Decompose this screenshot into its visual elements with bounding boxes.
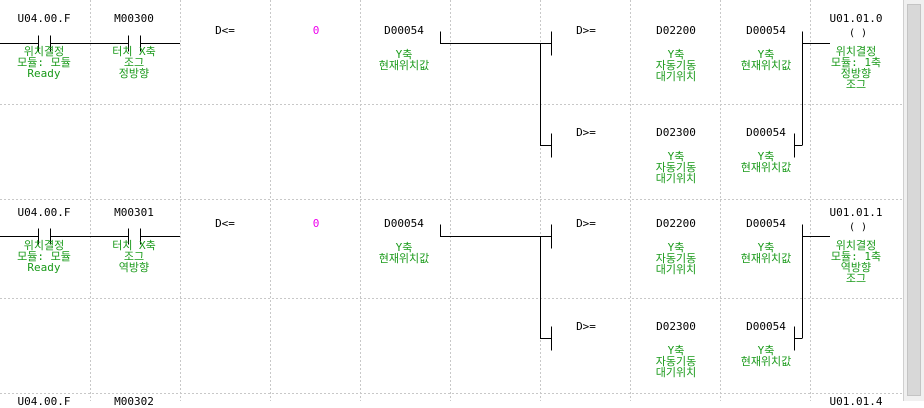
contact-comment: 위치결정 모듈: 모듈 Ready — [17, 45, 71, 80]
compare-source1-comment: Y축 자동기동 대기위치 — [655, 344, 697, 379]
compare-operator[interactable]: D>= — [576, 320, 596, 333]
contact-address[interactable]: U04.00.F — [17, 12, 71, 25]
compare-source1-comment: Y축 자동기동 대기위치 — [655, 241, 697, 276]
compare-source2[interactable]: D00054 — [746, 217, 786, 230]
compare-source2-comment: Y축 현재위치값 — [378, 48, 430, 72]
compare-source2[interactable]: D00054 — [746, 320, 786, 333]
coil-address[interactable]: U01.01.4 — [829, 395, 883, 408]
compare-source2-comment: Y축 현재위치값 — [740, 48, 792, 72]
compare-source2[interactable]: D00054 — [384, 24, 424, 37]
ladder-grid — [0, 0, 903, 401]
coil-address[interactable]: U01.01.0 — [829, 12, 883, 25]
compare-source2-comment: Y축 현재위치값 — [378, 241, 430, 265]
contact-address[interactable]: M00302 — [114, 395, 154, 408]
compare-source1-comment: Y축 자동기동 대기위치 — [655, 48, 697, 83]
contact-comment: 위치결정 모듈: 모듈 Ready — [17, 239, 71, 274]
contact-address[interactable]: M00300 — [114, 12, 154, 25]
coil-symbol[interactable]: ( ) — [848, 222, 868, 233]
compare-operator[interactable]: D<= — [215, 24, 235, 37]
compare-source1[interactable]: D02300 — [656, 126, 696, 139]
compare-source1[interactable]: 0 — [312, 24, 320, 37]
compare-operator[interactable]: D>= — [576, 126, 596, 139]
contact-comment: 터치 X축 조그 역방향 — [112, 239, 156, 274]
compare-source2-comment: Y축 현재위치값 — [740, 344, 792, 368]
contact-address[interactable]: M00301 — [114, 206, 154, 219]
coil-symbol[interactable]: ( ) — [848, 28, 868, 39]
compare-source1[interactable]: 0 — [312, 217, 320, 230]
contact-comment: 터치 X축 조그 정방향 — [112, 45, 156, 80]
compare-source1[interactable]: D02200 — [656, 24, 696, 37]
contact-address[interactable]: U04.00.F — [17, 395, 71, 408]
compare-source2[interactable]: D00054 — [746, 24, 786, 37]
contact-address[interactable]: U04.00.F — [17, 206, 71, 219]
compare-source1[interactable]: D02200 — [656, 217, 696, 230]
compare-source2-comment: Y축 현재위치값 — [740, 150, 792, 174]
compare-operator[interactable]: D<= — [215, 217, 235, 230]
coil-comment: 위치결정 모듈: 1축 역방향 조그 — [830, 239, 882, 285]
coil-comment: 위치결정 모듈: 1축 정방향 조그 — [830, 45, 882, 91]
compare-source2[interactable]: D00054 — [384, 217, 424, 230]
compare-operator[interactable]: D>= — [576, 24, 596, 37]
compare-source1-comment: Y축 자동기동 대기위치 — [655, 150, 697, 185]
scrollbar-thumb[interactable] — [907, 4, 921, 396]
vertical-scrollbar[interactable] — [903, 0, 924, 401]
coil-address[interactable]: U01.01.1 — [829, 206, 883, 219]
compare-source1[interactable]: D02300 — [656, 320, 696, 333]
compare-source2[interactable]: D00054 — [746, 126, 786, 139]
compare-operator[interactable]: D>= — [576, 217, 596, 230]
compare-source2-comment: Y축 현재위치값 — [740, 241, 792, 265]
